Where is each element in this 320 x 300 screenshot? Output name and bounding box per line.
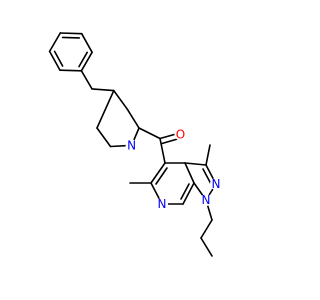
atom-n-pyrazole-1: N (200, 193, 212, 207)
atom-n-pyrazole-2: N (210, 177, 222, 191)
atom-label: N (127, 139, 136, 153)
atom-n-piperidine: N (125, 139, 138, 153)
propyl-bond (200, 237, 213, 257)
benzyl-ch2-bond (91, 88, 115, 92)
carbonyl-bond (161, 138, 179, 145)
benzyl-ch2-bond (80, 70, 93, 90)
propyl-bond (200, 219, 213, 239)
atom-label: N (212, 177, 221, 191)
atom-label: N (202, 193, 211, 207)
methyl-bond (205, 144, 211, 166)
atom-o-carbonyl: O (174, 128, 187, 142)
benzene-ring (48, 32, 93, 72)
atom-label: N (158, 197, 167, 211)
atom-label: O (176, 128, 185, 142)
molecule-structure: N O N N N (48, 32, 222, 257)
amide-bond (138, 127, 161, 140)
pyridine-ring (150, 162, 195, 205)
carbonyl-bond (159, 133, 177, 140)
ring-carbonyl-bond (159, 137, 166, 164)
atom-n-pyridine: N (156, 197, 168, 211)
